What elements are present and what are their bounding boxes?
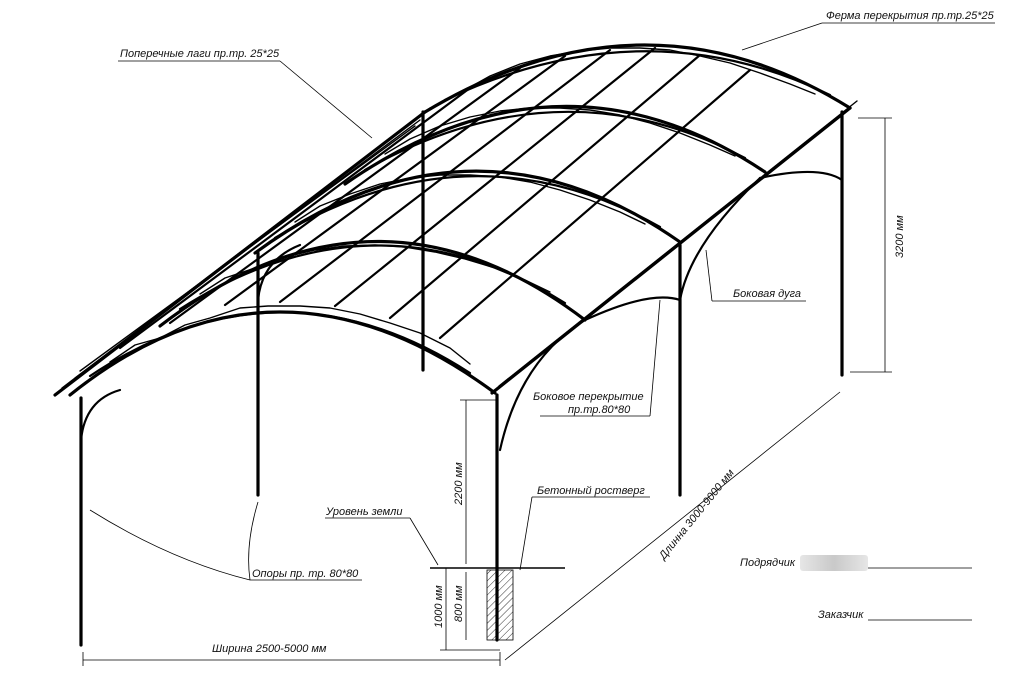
support-posts (79, 110, 844, 647)
contractor-label: Подрядчик (740, 557, 796, 569)
length-label: Длинна 3000-9000 мм (656, 467, 737, 564)
roof-trusses (68, 43, 852, 397)
concrete-footing (486, 569, 514, 641)
leader-lines (89, 22, 995, 621)
right-roof-beam-inner (498, 100, 858, 387)
purlins-label: Поперечные лаги пр.тр. 25*25 (120, 48, 280, 60)
concrete-footing-label: Бетонный ростверг (537, 485, 645, 497)
side-beam-label-line2: пр.тр.80*80 (568, 404, 631, 416)
side-arches (79, 170, 844, 452)
ground-level-label: Уровень земли (325, 506, 403, 518)
side-arch-label: Боковая дуга (733, 288, 801, 300)
right-roof-beam (490, 106, 852, 395)
height-total-label: 3200 мм (894, 215, 906, 258)
customer-label: Заказчик (818, 609, 864, 621)
height-post-label: 2200 мм (453, 462, 465, 506)
roof-purlins (118, 46, 752, 350)
truss-label: Ферма перекрытия пр.тр.25*25 (826, 10, 995, 22)
width-label: Ширина 2500-5000 мм (212, 643, 327, 655)
side-beam-label-line1: Боковое перекрытие (533, 391, 644, 403)
depth-footing-label: 800 мм (453, 585, 465, 622)
contractor-name-redacted (800, 555, 868, 571)
left-edge-laths (74, 119, 421, 379)
dimension-lines (82, 117, 892, 666)
depth-total-label: 1000 мм (433, 585, 445, 628)
carport-frame (53, 43, 858, 647)
posts-label: Опоры пр. тр. 80*80 (252, 568, 359, 580)
